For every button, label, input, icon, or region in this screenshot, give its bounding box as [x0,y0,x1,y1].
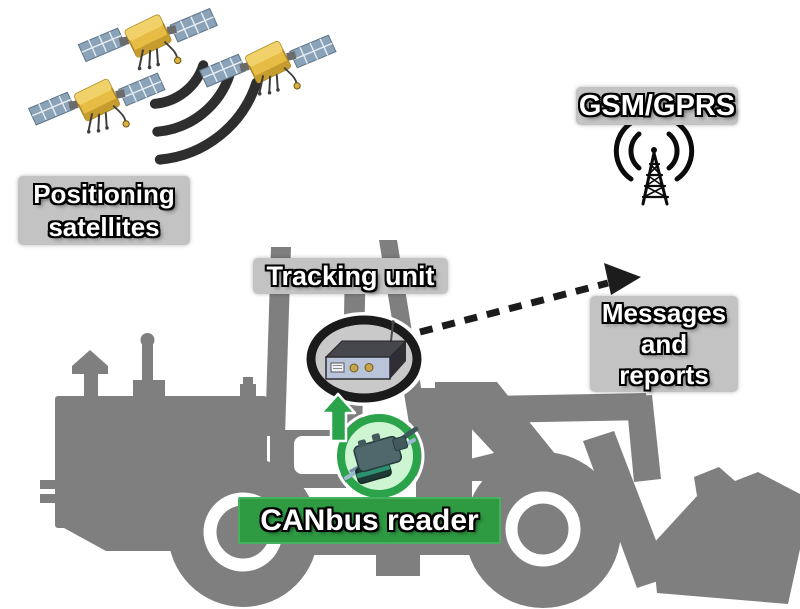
stack-knob [140,333,155,347]
tracking-unit-label: Tracking unit [253,258,448,294]
dashed-arrow-icon [419,263,641,336]
device-led [364,363,374,372]
air-intake-stack [142,344,153,398]
positioning-satellites-line2: satellites [48,211,160,242]
stack-pedestal [133,380,165,398]
gsm-gprs-text: GSM/GPRS [578,89,736,122]
exhaust-cap [72,350,108,374]
tow-hook [40,480,68,489]
device-display [330,362,345,373]
messages-line3: reports [619,359,709,390]
gsm-gprs-label: GSM/GPRS [576,87,738,125]
canbus-reader-text: CANbus reader [260,503,479,537]
canbus-reader-banner: CANbus reader [238,497,501,544]
positioning-satellites-label: Positioning satellites [18,176,190,245]
obd-connector-icon [333,410,425,502]
tow-hook [40,494,68,503]
boom-lower-arm [583,431,670,588]
cell-tower-icon [613,120,695,206]
hood-vent-top [243,377,253,385]
messages-line2: and [640,328,688,359]
hood-vent [240,384,256,398]
front-wheel [465,452,621,608]
green-up-arrow-icon [319,392,357,443]
tracking-unit-text: Tracking unit [266,260,435,291]
dashed-arrowhead [604,263,641,295]
messages-and-reports-label: Messages and reports [590,296,738,392]
messages-line1: Messages [601,297,727,328]
tracking-device-icon [302,312,426,406]
boom-top-beam [486,393,650,423]
positioning-satellites-line1: Positioning [33,178,175,209]
articulation-joint [376,555,420,576]
satellite-icon-3 [25,66,172,148]
device-led [349,363,359,373]
bucket [652,467,800,604]
boom-link [626,395,661,482]
cab-pillar-left [265,247,291,436]
exhaust-stem [84,374,98,398]
front-wheel-rim [505,491,581,567]
